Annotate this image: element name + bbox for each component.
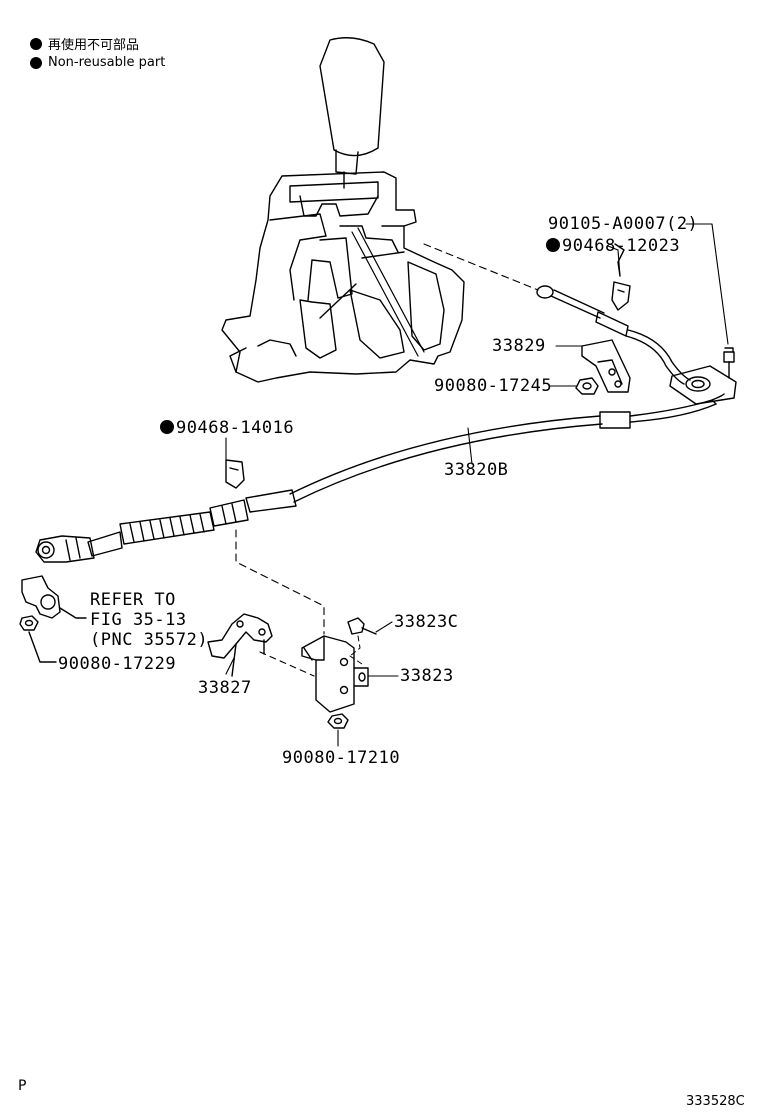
legend-english: Non-reusable part bbox=[30, 55, 165, 70]
part-label-90468-12023: 90468-12023 bbox=[546, 236, 680, 256]
nut-90080-17210 bbox=[327, 713, 349, 729]
upper-cable-end bbox=[536, 285, 691, 385]
refer-line-1: REFER TO bbox=[90, 590, 176, 610]
footer-left-mark: P bbox=[18, 1078, 27, 1094]
part-label-33820B: 33820B bbox=[444, 460, 509, 480]
nut-90080-17245 bbox=[575, 377, 599, 395]
non-reusable-dot-icon bbox=[30, 37, 42, 50]
leader-lines bbox=[225, 223, 729, 747]
legend-japanese: 再使用不可部品 bbox=[30, 34, 139, 53]
diagram-id: 333528C bbox=[686, 1094, 745, 1109]
nut-90080-17229 bbox=[19, 615, 57, 663]
clip-lower bbox=[225, 459, 245, 489]
refer-line-3: (PNC 35572) bbox=[90, 630, 209, 650]
legend-jp-text: 再使用不可部品 bbox=[48, 38, 140, 53]
part-label-90080-17229: 90080-17229 bbox=[58, 654, 177, 674]
part-label-33823: 33823 bbox=[400, 666, 454, 686]
shift-knob bbox=[319, 37, 385, 189]
bracket-left bbox=[21, 575, 87, 619]
part-label-33823C: 33823C bbox=[394, 612, 459, 632]
part-label-33827: 33827 bbox=[198, 678, 252, 698]
non-reusable-dot-icon bbox=[160, 420, 174, 434]
non-reusable-dot-icon bbox=[546, 238, 560, 252]
part-label-33829: 33829 bbox=[492, 336, 546, 356]
shift-lever-housing bbox=[221, 171, 465, 383]
shift-cable-33820B bbox=[35, 393, 725, 563]
bracket-33827 bbox=[207, 613, 315, 677]
part-label-90468-14016: 90468-14016 bbox=[160, 418, 294, 438]
bracket-33823 bbox=[301, 635, 369, 713]
bracket-33829 bbox=[581, 339, 631, 393]
part-label-90105: 90105-A0007(2) bbox=[548, 214, 699, 234]
part-label-90080-17210: 90080-17210 bbox=[282, 748, 401, 768]
legend-en-text: Non-reusable part bbox=[48, 55, 166, 70]
bolt-33823C bbox=[347, 617, 377, 665]
part-label-90080-17245: 90080-17245 bbox=[434, 376, 553, 396]
non-reusable-dot-icon bbox=[30, 56, 42, 69]
refer-line-2: FIG 35-13 bbox=[90, 610, 187, 630]
cable-bracket-upper bbox=[669, 347, 737, 405]
